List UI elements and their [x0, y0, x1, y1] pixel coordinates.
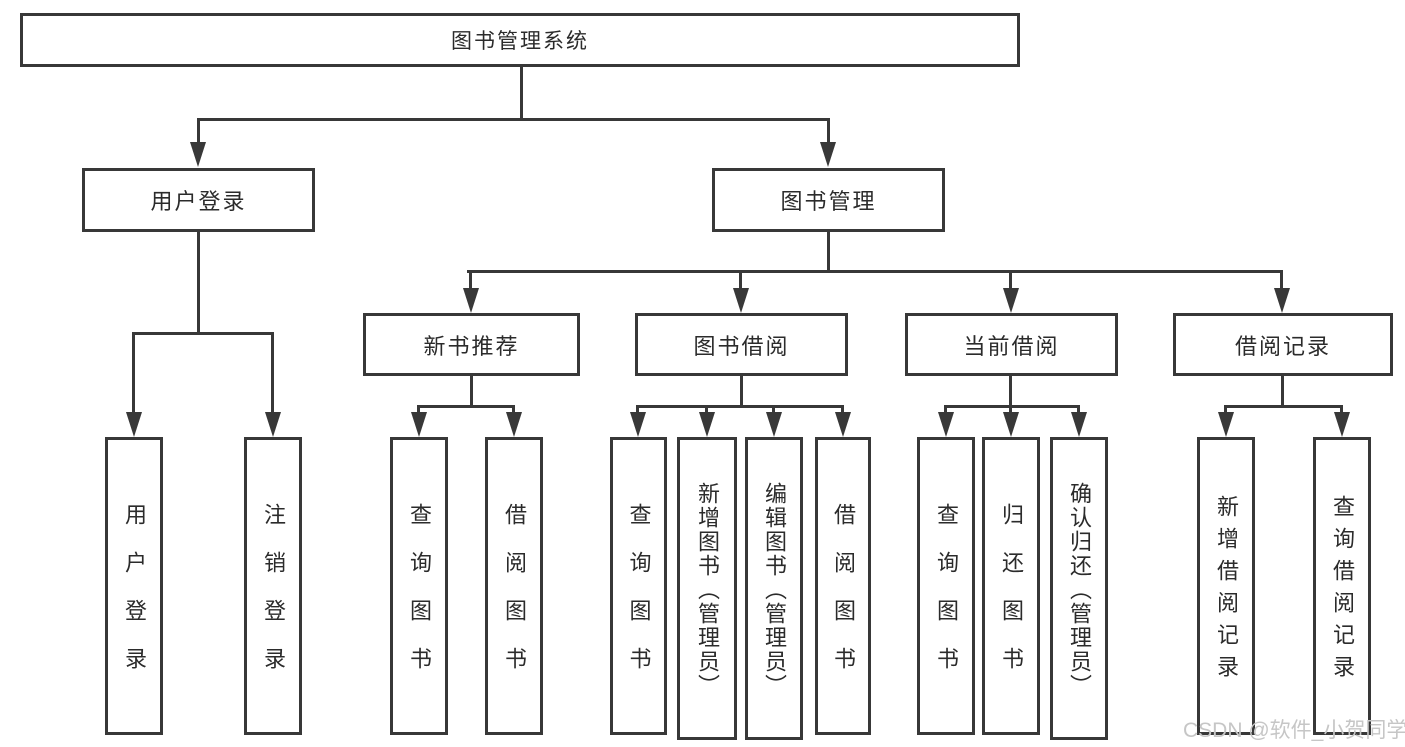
- leaf-query-books-recommend: 查询图书: [390, 437, 448, 735]
- connector-line: [1280, 272, 1283, 292]
- leaf-query-books-borrowing: 查询图书: [610, 437, 667, 735]
- leaf-confirm-return-admin: 确认归还（管理员）: [1050, 437, 1108, 740]
- node-label: 归还图书: [999, 503, 1024, 695]
- arrow-down-icon: [463, 288, 479, 313]
- node-label: 查询图书: [407, 503, 432, 695]
- arrow-down-icon: [506, 412, 522, 437]
- connector-line: [197, 120, 200, 146]
- connector-line: [740, 375, 743, 407]
- leaf-edit-books-admin: 编辑图书（管理员）: [745, 437, 803, 740]
- arrow-down-icon: [733, 288, 749, 313]
- node-new-book-recommendation: 新书推荐: [363, 313, 580, 376]
- connector-line: [197, 231, 200, 334]
- connector-line: [944, 405, 1080, 408]
- connector-line: [1009, 272, 1012, 292]
- arrow-down-icon: [938, 412, 954, 437]
- connector-line: [467, 270, 1283, 273]
- connector-line: [132, 334, 135, 414]
- connector-line: [637, 405, 844, 408]
- leaf-query-books-current: 查询图书: [917, 437, 975, 735]
- arrow-down-icon: [411, 412, 427, 437]
- connector-line: [132, 332, 274, 335]
- node-current-borrowing: 当前借阅: [905, 313, 1118, 376]
- connector-line: [512, 405, 515, 417]
- connector-line: [520, 66, 523, 120]
- connector-line: [772, 405, 775, 417]
- connector-line: [841, 405, 844, 417]
- node-label: 确认归还（管理员）: [1067, 481, 1092, 698]
- arrow-down-icon: [1003, 412, 1019, 437]
- arrow-down-icon: [766, 412, 782, 437]
- arrow-down-icon: [190, 142, 206, 167]
- node-label: 借阅图书: [831, 503, 856, 695]
- arrow-down-icon: [1218, 412, 1234, 437]
- node-user-login: 用户登录: [82, 168, 315, 232]
- node-label: 查询借阅记录: [1330, 495, 1355, 687]
- arrow-down-icon: [820, 142, 836, 167]
- node-label: 查询图书: [934, 503, 959, 695]
- node-label: 注销登录: [261, 503, 286, 695]
- arrow-down-icon: [835, 412, 851, 437]
- node-label: 借阅图书: [502, 503, 527, 695]
- arrow-down-icon: [1274, 288, 1290, 313]
- connector-line: [827, 231, 830, 272]
- node-label: 查询图书: [626, 503, 652, 695]
- node-label: 编辑图书（管理员）: [762, 481, 787, 698]
- connector-line: [944, 405, 947, 417]
- connector-line: [739, 272, 742, 292]
- connector-line: [417, 405, 515, 408]
- connector-line: [827, 120, 830, 146]
- arrow-down-icon: [126, 412, 142, 437]
- leaf-borrow-books-recommend: 借阅图书: [485, 437, 543, 735]
- connector-line: [1340, 405, 1343, 417]
- node-book-borrowing: 图书借阅: [635, 313, 848, 376]
- arrow-down-icon: [1334, 412, 1350, 437]
- connector-line: [1077, 405, 1080, 417]
- connector-line: [271, 334, 274, 414]
- connector-line: [1224, 405, 1343, 408]
- leaf-add-books-admin: 新增图书（管理员）: [677, 437, 737, 740]
- node-label: 当前借阅: [963, 333, 1060, 359]
- node-library-management-system: 图书管理系统: [20, 13, 1020, 67]
- node-label: 图书管理: [780, 189, 877, 214]
- csdn-watermark: CSDN @软件_小贺同学: [1183, 719, 1405, 742]
- node-label: 新书推荐: [423, 333, 520, 359]
- leaf-borrow-books: 借阅图书: [815, 437, 871, 735]
- node-borrowing-records: 借阅记录: [1173, 313, 1393, 376]
- node-label: 新增借阅记录: [1214, 495, 1239, 687]
- node-label: 用户登录: [122, 503, 147, 695]
- connector-line: [1009, 375, 1012, 407]
- node-label: 图书管理系统: [451, 30, 589, 53]
- arrow-down-icon: [1003, 288, 1019, 313]
- arrow-down-icon: [1071, 412, 1087, 437]
- arrow-down-icon: [630, 412, 646, 437]
- leaf-return-books: 归还图书: [982, 437, 1040, 735]
- node-label: 借阅记录: [1234, 333, 1331, 359]
- leaf-query-borrow-record: 查询借阅记录: [1313, 437, 1371, 735]
- node-book-management: 图书管理: [712, 168, 945, 232]
- connector-line: [705, 405, 708, 417]
- leaf-logout: 注销登录: [244, 437, 302, 735]
- connector-line: [1281, 375, 1284, 407]
- connector-line: [1009, 405, 1012, 417]
- arrow-down-icon: [699, 412, 715, 437]
- connector-line: [417, 405, 420, 417]
- node-label: 图书借阅: [693, 333, 790, 359]
- leaf-user-login: 用户登录: [105, 437, 163, 735]
- node-label: 用户登录: [150, 189, 247, 214]
- connector-line: [1224, 405, 1227, 417]
- connector-line: [469, 272, 472, 292]
- node-label: 新增图书（管理员）: [695, 481, 720, 698]
- connector-line: [470, 375, 473, 407]
- arrow-down-icon: [265, 412, 281, 437]
- leaf-add-borrow-record: 新增借阅记录: [1197, 437, 1255, 735]
- connector-line: [636, 405, 639, 417]
- connector-line: [197, 118, 830, 121]
